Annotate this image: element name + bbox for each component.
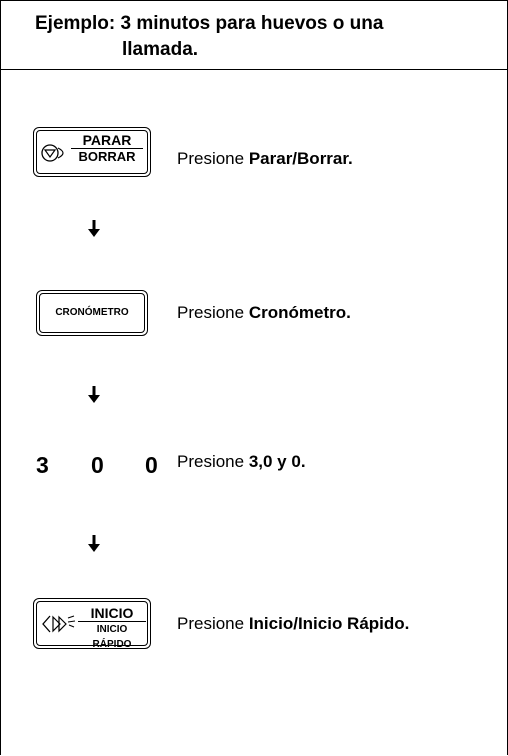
quick-start-label: INICIO RÁPIDO: [78, 621, 146, 652]
start-label: INICIO: [90, 605, 134, 621]
down-arrow-icon: [88, 535, 100, 552]
step-2-prefix: Presione: [177, 303, 249, 322]
step-3-prefix: Presione: [177, 452, 249, 471]
stop-clear-icon: [41, 144, 64, 162]
step-1-key-name: Parar/Borrar.: [248, 149, 353, 168]
step-3-instruction: Presione 3,0 y 0.: [177, 452, 306, 472]
stop-clear-key-label: PARAR BORRAR: [71, 133, 143, 164]
step-2-instruction: Presione Cronómetro.: [177, 303, 351, 323]
digit-key-3[interactable]: 3: [36, 452, 49, 478]
clear-label: BORRAR: [71, 148, 143, 164]
stop-label: PARAR: [82, 132, 132, 148]
step-2-key-name: Cronómetro.: [248, 303, 351, 322]
step-1-prefix: Presione: [177, 149, 249, 168]
digit-key-0-second[interactable]: 0: [145, 452, 158, 478]
step-4-prefix: Presione: [177, 614, 249, 633]
step-4-key-name: Inicio/Inicio Rápido.: [248, 614, 410, 633]
timer-key-label: CRONÓMETRO: [55, 307, 129, 318]
start-icon: [42, 615, 76, 633]
example-title: Ejemplo: 3 minutos para huevos o una lla…: [1, 1, 507, 70]
title-line-2: llamada.: [122, 39, 199, 60]
start-key-label: INICIO INICIO RÁPIDO: [78, 606, 146, 652]
title-line-1: Ejemplo: 3 minutos para huevos o una: [35, 13, 384, 34]
step-1-instruction: Presione Parar/Borrar.: [177, 149, 353, 169]
stop-clear-key[interactable]: [33, 127, 151, 177]
step-3-key-name: 3,0 y 0.: [248, 452, 306, 471]
down-arrow-icon: [88, 386, 100, 403]
down-arrow-icon: [88, 220, 100, 237]
step-4-instruction: Presione Inicio/Inicio Rápido.: [177, 614, 409, 634]
timer-key[interactable]: [36, 290, 148, 336]
digit-key-0[interactable]: 0: [91, 452, 104, 478]
